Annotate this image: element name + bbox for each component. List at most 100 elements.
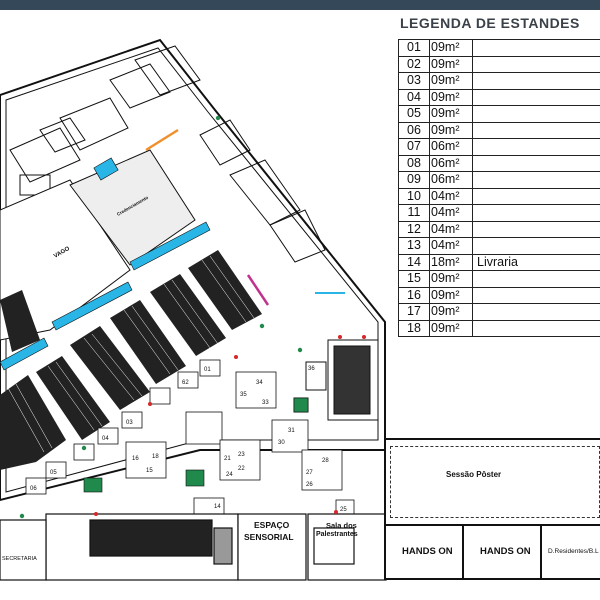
- legend-divider: [472, 271, 473, 287]
- d-residentes-room: [542, 524, 600, 580]
- stand-21: 21: [224, 456, 231, 462]
- legend-stand-number: 02: [399, 56, 430, 72]
- stand-03: 03: [126, 420, 133, 426]
- legend-stand-area: 04m²: [431, 205, 460, 219]
- legend-stand-area: 09m²: [431, 287, 460, 302]
- stand-27: 27: [306, 470, 313, 476]
- legend-divider: [472, 238, 473, 254]
- legend-divider: [472, 155, 473, 171]
- legend-divider: [472, 40, 473, 56]
- legend-divider: [472, 73, 473, 89]
- legend-stand-area: 06m²: [431, 139, 460, 153]
- espaco-sensorial-label-1: ESPAÇO: [254, 520, 290, 530]
- accent-marks: [145, 128, 345, 306]
- seating-gridlines: [7, 255, 255, 453]
- stand-26: 26: [306, 482, 313, 488]
- legend-divider: [472, 89, 473, 105]
- legend-stand-area: 06m²: [431, 172, 460, 186]
- legend-stand-area: 09m²: [431, 320, 460, 335]
- legend-stand-area: 09m²: [431, 89, 460, 104]
- stand-22: 22: [238, 466, 245, 472]
- legend-stand-number: 08: [399, 155, 430, 171]
- legend-stand-number: 15: [399, 271, 430, 287]
- legend-divider: [472, 205, 473, 221]
- legend-stand-number: 16: [399, 287, 430, 303]
- legend-stand-area: 18m²: [431, 254, 460, 269]
- legend-stand-number: 05: [399, 106, 430, 122]
- legend-divider: [472, 172, 473, 188]
- legend-stand-area: 09m²: [431, 73, 460, 87]
- legend-stand-number: 03: [399, 73, 430, 89]
- stand-36: 36: [308, 366, 315, 372]
- green-stands: [83, 397, 309, 493]
- legend-stand-area: 09m²: [431, 106, 460, 120]
- stand-62: 62: [182, 380, 189, 386]
- legend-divider: [472, 188, 473, 204]
- vago-hall: VAGO: [0, 179, 131, 341]
- legend-stand-area: 04m²: [431, 188, 460, 203]
- legend-divider: [472, 304, 473, 320]
- green-dots: [19, 115, 303, 519]
- secretaria-label: SECRETARIA: [2, 556, 37, 562]
- sessao-poster-label: Sessão Pôster: [446, 470, 502, 479]
- hands-on-room-2: [464, 524, 542, 580]
- legend-divider: [472, 122, 473, 138]
- projection-screens: [0, 221, 211, 371]
- floor-plan-map[interactable]: VAGO Credenciamento: [0, 10, 392, 600]
- hands-on-room-1: [386, 524, 464, 580]
- legend-stand-area: 09m²: [431, 56, 460, 71]
- legend-stand-area: 06m²: [431, 155, 460, 170]
- espaco-sensorial-label-2: SENSORIAL: [244, 532, 294, 542]
- stand-33: 33: [262, 400, 269, 406]
- poster-hands-on-area: Sessão Pôster HANDS ON HANDS ON D.Reside…: [384, 438, 600, 580]
- legend-stand-number: 18: [399, 320, 430, 336]
- legend-stand-number: 13: [399, 238, 430, 254]
- legend-stand-number: 14: [399, 254, 430, 270]
- stand-04: 04: [102, 436, 109, 442]
- legend-divider: [472, 287, 473, 303]
- hands-on-label-2: HANDS ON: [480, 546, 531, 557]
- credenciamento-zone: Credenciamento: [69, 149, 196, 266]
- bottom-room-labels: ESPAÇO SENSORIAL Sala dos Palestrantes S…: [2, 520, 358, 562]
- d-residentes-label: D.Residentes/B.L: [548, 548, 599, 555]
- stand-35: 35: [240, 392, 247, 398]
- auditorium-seating: [0, 250, 262, 470]
- sala-palestrantes-label-1: Sala dos: [326, 521, 357, 530]
- legend-divider: [472, 56, 473, 72]
- stand-16: 16: [132, 456, 139, 462]
- stand-31: 31: [288, 428, 295, 434]
- legend-stand-area: 04m²: [431, 221, 460, 236]
- stand-numbers: 01 62 03 04 05 06 16 15 18 21 22 23 24 3…: [30, 366, 347, 513]
- stand-23: 23: [238, 452, 245, 458]
- legend-stand-number: 07: [399, 139, 430, 155]
- legend-stand-name: Livraria: [477, 254, 518, 269]
- stand-blocks: [25, 359, 355, 515]
- stand-28: 28: [322, 458, 329, 464]
- stand-30: 30: [278, 440, 285, 446]
- legend-stand-area: 09m²: [431, 122, 460, 137]
- stand-25: 25: [340, 507, 347, 513]
- bottom-rooms: [0, 513, 387, 581]
- legend-stand-number: 09: [399, 172, 430, 188]
- stand-18: 18: [152, 454, 159, 460]
- legend-divider: [472, 139, 473, 155]
- legend-stand-area: 09m²: [431, 304, 460, 318]
- legend-divider: [472, 221, 473, 237]
- stand-34: 34: [256, 380, 263, 386]
- stand-06: 06: [30, 486, 37, 492]
- red-markers: [94, 335, 366, 516]
- legend-title: LEGENDA DE ESTANDES: [400, 15, 580, 31]
- legend-stand-number: 04: [399, 89, 430, 105]
